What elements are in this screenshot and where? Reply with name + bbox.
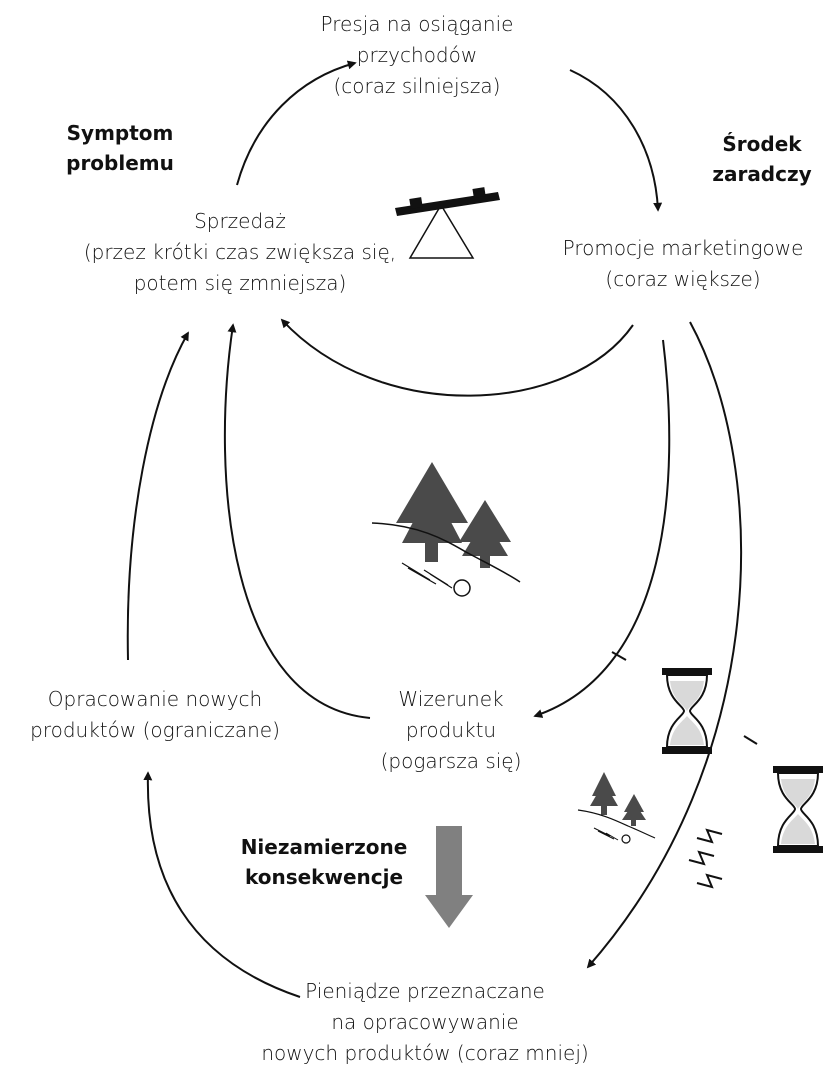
node-product-image: Wizerunek produktu (pogarsza się) — [366, 684, 536, 777]
small-trees-icon — [577, 772, 656, 844]
node-development-money-line-2: na opracowywanie — [331, 1010, 519, 1034]
delay-mark-money — [743, 735, 758, 745]
node-product-development-line-2: produktów (ograniczane) — [30, 718, 280, 742]
node-sales: Sprzedaż (przez krótki czas zwiększa się… — [70, 206, 410, 299]
arrow-promotions-to-image — [533, 339, 671, 718]
annotation-unintended-line-2: konsekwencje — [244, 865, 404, 889]
node-product-development: Opracowanie nowych produktów (ograniczan… — [20, 684, 290, 746]
break-mark-lower — [688, 850, 715, 866]
arrow-promotions-to-sales — [280, 318, 634, 397]
annotation-unintended-consequences: Niezamierzone konsekwencje — [224, 832, 424, 892]
arrow-money-to-development — [143, 771, 301, 998]
break-mark-upper — [696, 828, 723, 844]
node-marketing-promotions-line-2: (coraz większe) — [605, 267, 761, 291]
node-development-money-line-1: Pieniądze przeznaczane — [305, 979, 545, 1003]
annotation-symptom-line-1: Symptom — [66, 121, 174, 145]
node-marketing-promotions-line-1: Promocje marketingowe — [562, 236, 804, 260]
node-revenue-pressure-line-1: Presja na osiąganie — [320, 12, 514, 36]
arrow-development-to-sales — [126, 331, 189, 661]
annotation-remedy-line-2: zaradczy — [712, 162, 812, 186]
trees-icon — [371, 462, 521, 597]
annotation-symptom-line-2: problemu — [66, 151, 174, 175]
node-marketing-promotions: Promocje marketingowe (coraz większe) — [548, 233, 818, 295]
arrow-image-to-sales — [223, 323, 371, 719]
node-product-image-line-1: Wizerunek — [398, 687, 504, 711]
break-mark-bottom — [696, 873, 723, 889]
seesaw-icon — [395, 187, 500, 259]
node-revenue-pressure: Presja na osiąganie przychodów (coraz si… — [282, 9, 552, 102]
hourglass-icon-2 — [773, 766, 823, 853]
arrow-sales-to-pressure — [236, 60, 357, 186]
node-sales-line-3: potem się zmniejsza) — [133, 271, 347, 295]
hourglass-icon — [662, 668, 712, 754]
annotation-symptom: Symptom problemu — [40, 118, 200, 178]
annotation-remedy-line-1: Środek — [722, 132, 802, 156]
unintended-consequences-arrow — [425, 826, 473, 928]
node-sales-line-1: Sprzedaż — [194, 209, 286, 233]
node-product-development-line-1: Opracowanie nowych — [47, 687, 263, 711]
arrow-pressure-to-promotions — [569, 69, 663, 212]
node-sales-line-2: (przez krótki czas zwiększa się, — [83, 240, 397, 264]
annotation-unintended-line-1: Niezamierzone — [240, 835, 408, 859]
node-product-image-line-2: produktu — [405, 718, 497, 742]
node-revenue-pressure-line-3: (coraz silniejsza) — [333, 74, 501, 98]
node-development-money: Pieniądze przeznaczane na opracowywanie … — [255, 976, 595, 1069]
annotation-remedy: Środek zaradczy — [702, 129, 822, 189]
node-development-money-line-3: nowych produktów (coraz mniej) — [261, 1041, 589, 1065]
node-revenue-pressure-line-2: przychodów — [356, 43, 478, 67]
arrow-promotions-to-money — [586, 321, 743, 969]
delay-mark-image — [611, 651, 627, 661]
node-product-image-line-3: (pogarsza się) — [380, 749, 522, 773]
